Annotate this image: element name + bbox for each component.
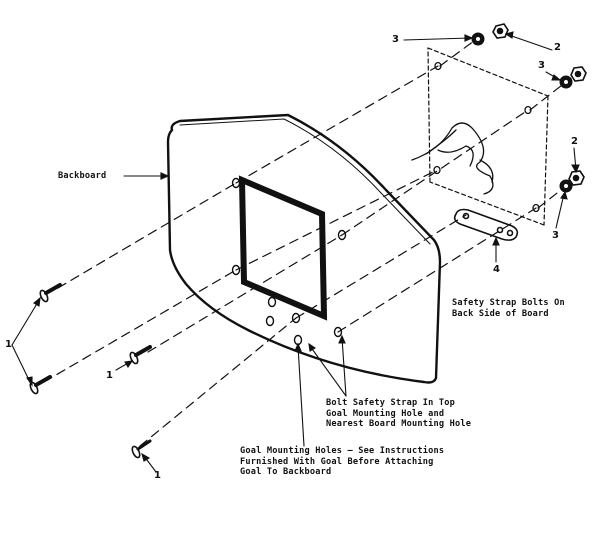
callout-nut-top: 2 [554, 42, 561, 53]
bolt-middle [129, 345, 152, 365]
goal-mounting-holes-label: Goal Mounting Holes — See Instructions F… [240, 446, 445, 477]
callout-washer-bottom: 3 [552, 230, 559, 241]
nut-bottom [568, 170, 585, 186]
callout-bolt-middle: 1 [106, 370, 113, 381]
safety-strap [453, 208, 519, 241]
washer-bottom [559, 179, 573, 193]
shooting-target-square [238, 175, 328, 321]
nut-top [492, 23, 509, 39]
backboard-panel [166, 113, 442, 384]
strap-cable [411, 122, 494, 195]
board-mounting-holes [231, 177, 347, 346]
washer-middle [559, 75, 573, 89]
callout-nut-right: 2 [571, 136, 578, 147]
callout-washer-top: 3 [392, 34, 399, 45]
callout-bolt-left-group: 1 [5, 339, 12, 350]
assembly-dashed-lines [43, 37, 567, 447]
callout-washer-middle: 3 [538, 60, 545, 71]
safety-strap-bolts-label: Safety Strap Bolts On Back Side of Board [452, 298, 565, 319]
bolt-safety-strap-label: Bolt Safety Strap In Top Goal Mounting H… [326, 398, 472, 429]
washer-top [471, 32, 485, 46]
leader-lines [11, 31, 580, 473]
callout-safety-strap: 4 [493, 264, 500, 275]
bolt-bottom [131, 439, 152, 459]
backboard-label: Backboard [58, 171, 107, 181]
callout-bolt-bottom: 1 [154, 470, 161, 481]
bolt-left-upper [39, 283, 62, 303]
nut-middle [570, 66, 587, 82]
